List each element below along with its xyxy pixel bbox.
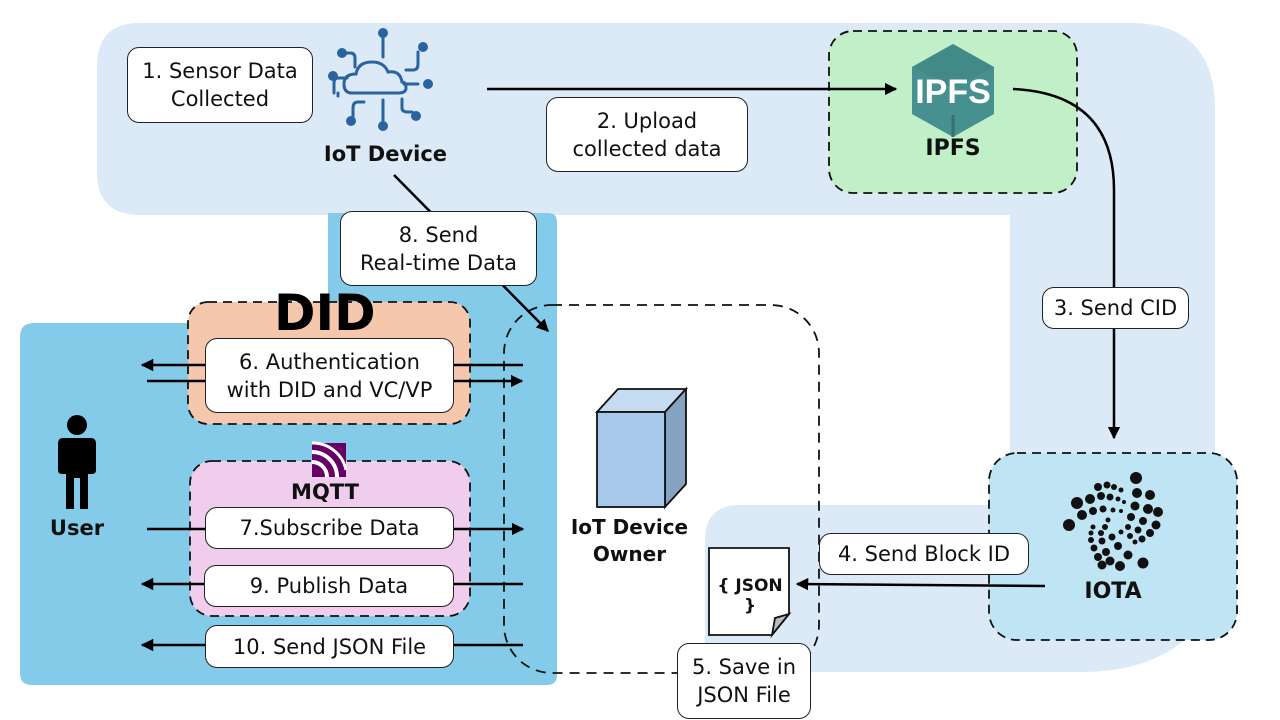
- iota-logo-icon: [1063, 472, 1163, 571]
- mqtt-logo-icon: [311, 441, 348, 478]
- step-6-label: 6. Authentication with DID and VC/VP: [205, 338, 454, 413]
- owner-box: [503, 304, 820, 674]
- step-3-label: 3. Send CID: [1042, 287, 1189, 329]
- iot-cloud-icon: [332, 34, 420, 125]
- mqtt-label: MQTT: [291, 480, 359, 504]
- ipfs-logo-text: IPFS: [915, 73, 991, 111]
- arrow-send-cid: [1012, 87, 1121, 440]
- step-8-label: 8. Send Real-time Data: [340, 211, 537, 286]
- ipfs-logo-icon: IPFS: [912, 44, 994, 137]
- owner-label: IoT Device Owner: [570, 515, 689, 566]
- json-document-label: { JSON }: [717, 576, 783, 616]
- did-title: DID: [274, 284, 376, 342]
- step-9-label: 9. Publish Data: [204, 565, 454, 607]
- step-2-label: 2. Upload collected data: [546, 97, 748, 172]
- user-person-icon: [58, 415, 96, 509]
- iot-device-label: IoT Device: [323, 142, 448, 166]
- json-document-icon: [708, 547, 792, 639]
- step-10-label: 10. Send JSON File: [205, 625, 454, 668]
- step-5-label: 5. Save in JSON File: [677, 643, 811, 719]
- ipfs-label: IPFS: [925, 136, 981, 161]
- iota-label: IOTA: [1084, 579, 1142, 604]
- step-1-label: 1. Sensor Data Collected: [127, 47, 313, 123]
- server-icon: [594, 386, 689, 510]
- iot-icon-dots: [328, 28, 433, 131]
- arrow-block-id: [795, 577, 1046, 591]
- user-label: User: [49, 516, 105, 540]
- step-4-label: 4. Send Block ID: [819, 533, 1029, 575]
- step-7-label: 7.Subscribe Data: [205, 507, 454, 549]
